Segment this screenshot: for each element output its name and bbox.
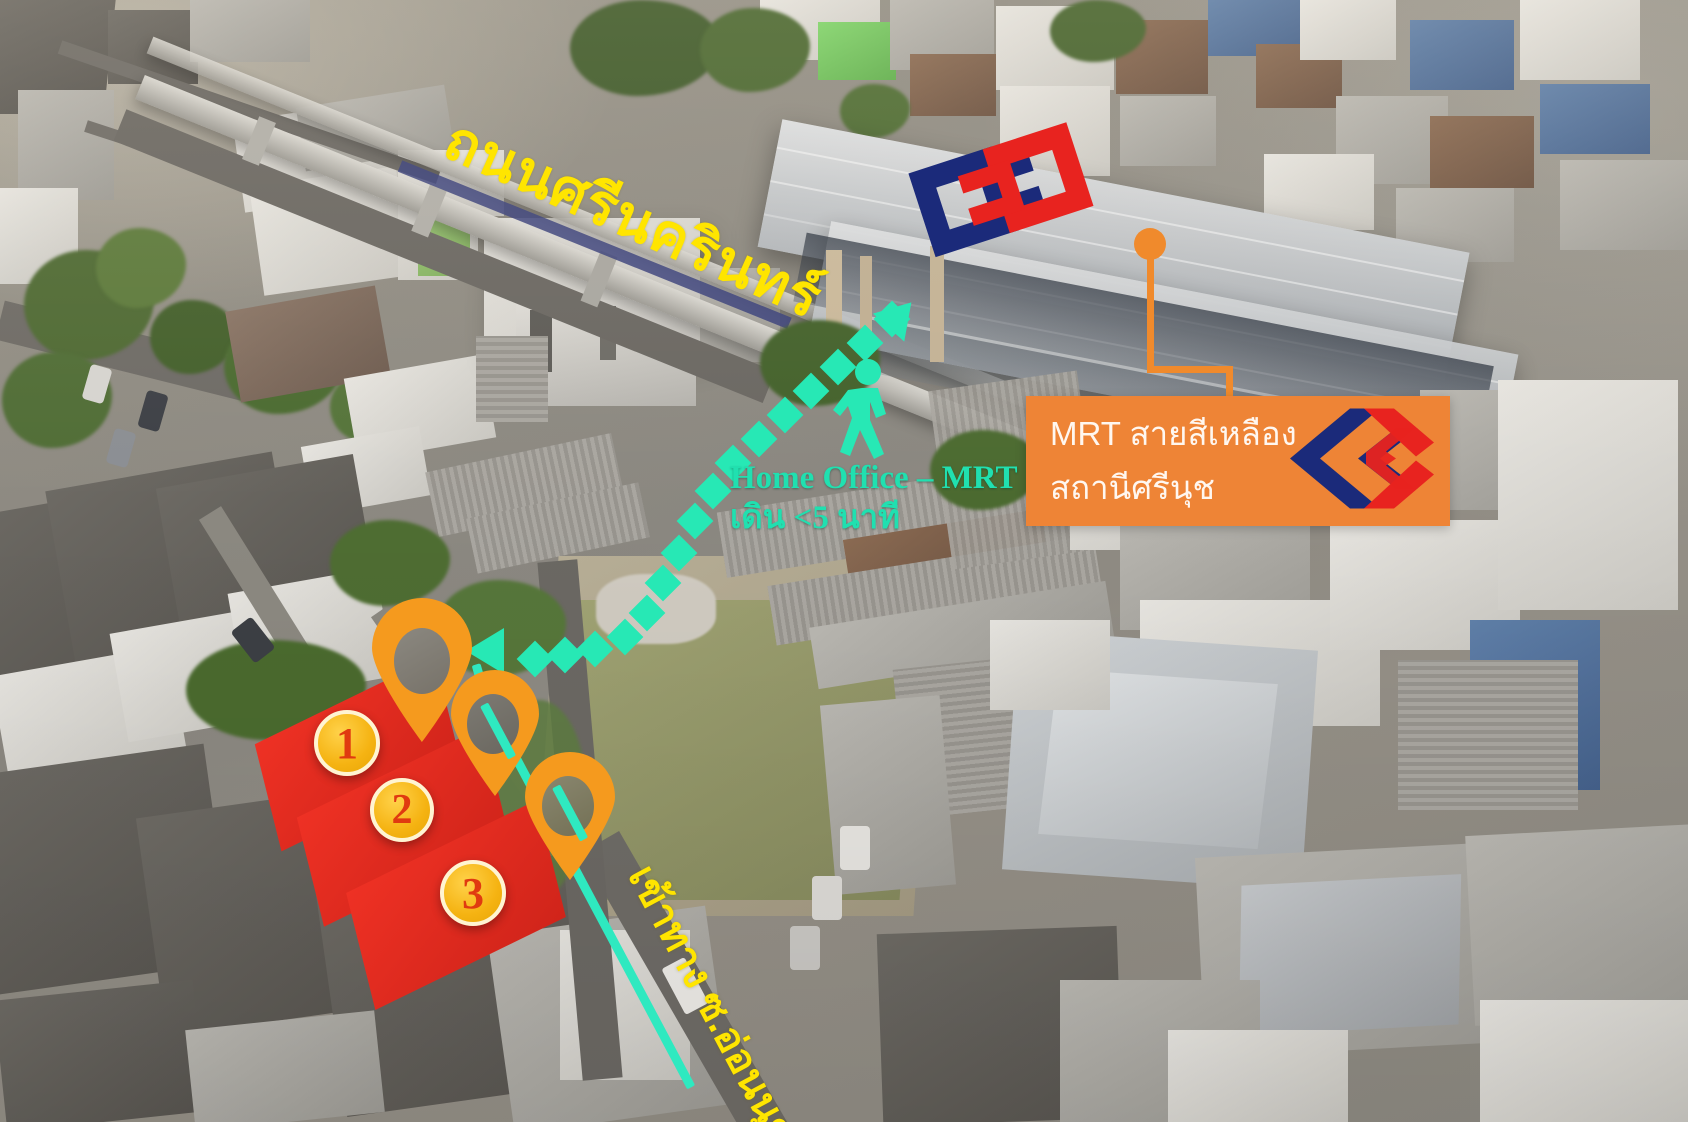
pin-1-aperture <box>394 628 450 694</box>
building-block <box>1430 116 1534 188</box>
building-roof <box>185 1010 385 1122</box>
mrt-callout-line1: MRT สายสีเหลือง <box>1050 415 1297 452</box>
tree-canopy <box>700 8 810 92</box>
tree-canopy <box>840 84 910 138</box>
tree-canopy <box>150 300 236 374</box>
building-block <box>1480 1000 1688 1122</box>
building-block <box>1300 0 1396 60</box>
parked-car <box>840 826 870 870</box>
mrt-callout-line2: สถานีศรีนุช <box>1050 469 1215 506</box>
pin-2-label: 2 <box>391 787 413 833</box>
building-block <box>1498 380 1678 610</box>
tree-canopy <box>330 520 450 606</box>
building-block <box>1410 20 1514 90</box>
building-block <box>910 54 996 116</box>
pedestrian-icon <box>832 358 906 467</box>
building-block <box>1560 160 1688 250</box>
building-block <box>1398 660 1578 810</box>
station-connector-line-horizontal <box>1147 366 1233 373</box>
building-block <box>1520 0 1640 80</box>
gantry-tower <box>930 246 944 362</box>
building-roof <box>0 979 207 1122</box>
building-block <box>476 336 548 422</box>
walking-route-line2: เดิน <5 นาที <box>730 500 900 536</box>
building-block <box>1168 1030 1348 1122</box>
building-block <box>1540 84 1650 154</box>
building-roof <box>1465 824 1688 1026</box>
mrt-callout-box: MRT สายสีเหลือง สถานีศรีนุช <box>1026 396 1450 526</box>
tree-canopy <box>1050 0 1146 62</box>
building-block <box>1120 96 1216 166</box>
tree-canopy <box>96 228 186 308</box>
building-block <box>990 620 1110 710</box>
pin-1-label: 1 <box>336 718 358 768</box>
parked-car <box>790 926 820 970</box>
pin-3-badge[interactable]: 3 <box>440 860 506 926</box>
pin-1-badge[interactable]: 1 <box>314 710 380 776</box>
building-block <box>18 90 114 200</box>
tree-canopy <box>930 430 1040 510</box>
mrt-station-logo-overlay <box>888 120 1113 265</box>
station-connector-line-vertical-2 <box>1226 366 1233 400</box>
tree-canopy <box>570 0 720 96</box>
building-block <box>190 0 310 62</box>
station-connector-line-vertical <box>1147 244 1154 370</box>
walking-route-line1: Home Office – MRT <box>730 460 1018 496</box>
walking-route-label: Home Office – MRT เดิน <5 นาที <box>730 458 1018 538</box>
parked-car <box>812 876 842 920</box>
mrt-logo <box>1246 405 1442 518</box>
pin-3-label: 3 <box>462 868 484 918</box>
building-roof <box>1238 874 1462 1036</box>
mrt-callout-text: MRT สายสีเหลือง สถานีศรีนุช <box>1026 407 1297 515</box>
pin-2-badge[interactable]: 2 <box>370 778 434 842</box>
building-block <box>818 22 896 80</box>
